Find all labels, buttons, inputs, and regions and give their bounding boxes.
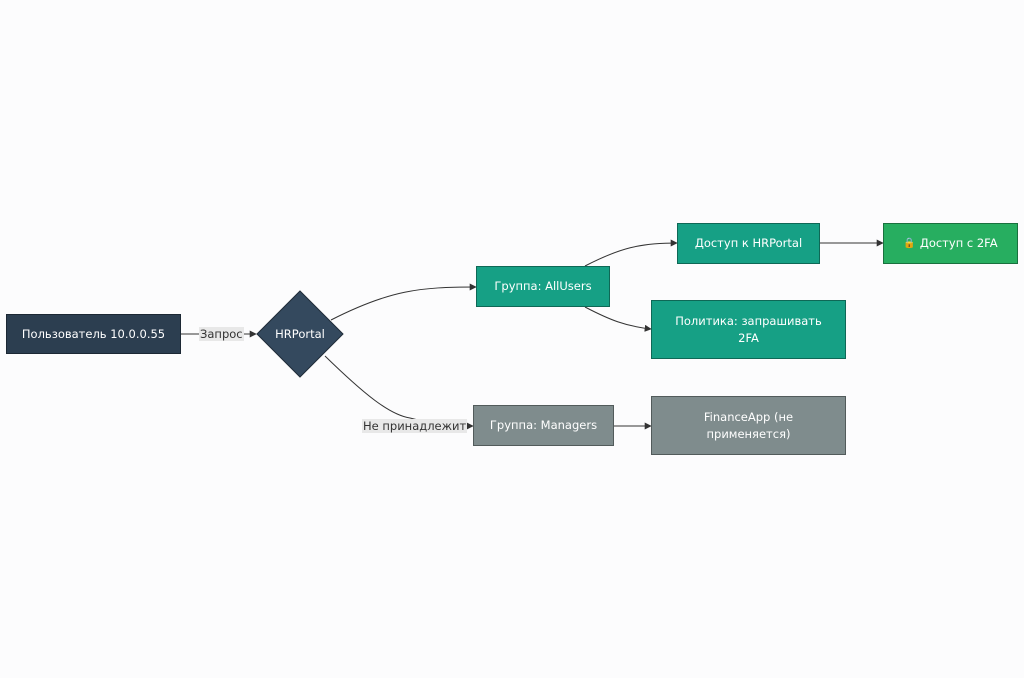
node-group-allusers-label: Группа: AllUsers	[494, 279, 592, 293]
node-access-2fa[interactable]: 🔒 Доступ с 2FA	[883, 223, 1018, 264]
node-group-allusers[interactable]: Группа: AllUsers	[476, 266, 610, 307]
edge-hrportal-to-allusers	[330, 283, 477, 321]
node-policy-2fa[interactable]: Политика: запрашивать 2FA	[651, 300, 846, 359]
edge-allusers-to-policy	[584, 306, 652, 332]
node-policy-2fa-line2: 2FA	[738, 330, 759, 345]
node-group-managers-label: Группа: Managers	[489, 418, 598, 432]
node-access-hrportal-label: Доступ к HRPortal	[694, 236, 803, 250]
node-access-hrportal[interactable]: Доступ к HRPortal	[677, 223, 820, 264]
node-access-2fa-label: Доступ с 2FA	[919, 236, 998, 250]
node-user-label: Пользователь 10.0.0.55	[21, 326, 166, 341]
node-financeapp-line2: применяется)	[706, 426, 791, 441]
hrportal-diamond[interactable]	[256, 290, 344, 378]
edge-label-request: Запрос	[199, 327, 244, 341]
edge-hrportal-to-managers	[324, 355, 474, 430]
node-policy-2fa-line1: Политика: запрашивать	[675, 313, 822, 328]
node-financeapp[interactable]: FinanceApp (не применяется)	[651, 396, 846, 455]
node-hrportal-label: HRPortal	[275, 327, 325, 341]
lock-icon: 🔒	[903, 238, 916, 249]
node-financeapp-line1: FinanceApp (не	[703, 409, 794, 424]
node-group-managers[interactable]: Группа: Managers	[473, 405, 614, 446]
edge-allusers-to-access	[584, 239, 678, 267]
edge-label-not-member: Не принадлежит	[362, 419, 468, 433]
node-user[interactable]: Пользователь 10.0.0.55	[6, 314, 181, 354]
